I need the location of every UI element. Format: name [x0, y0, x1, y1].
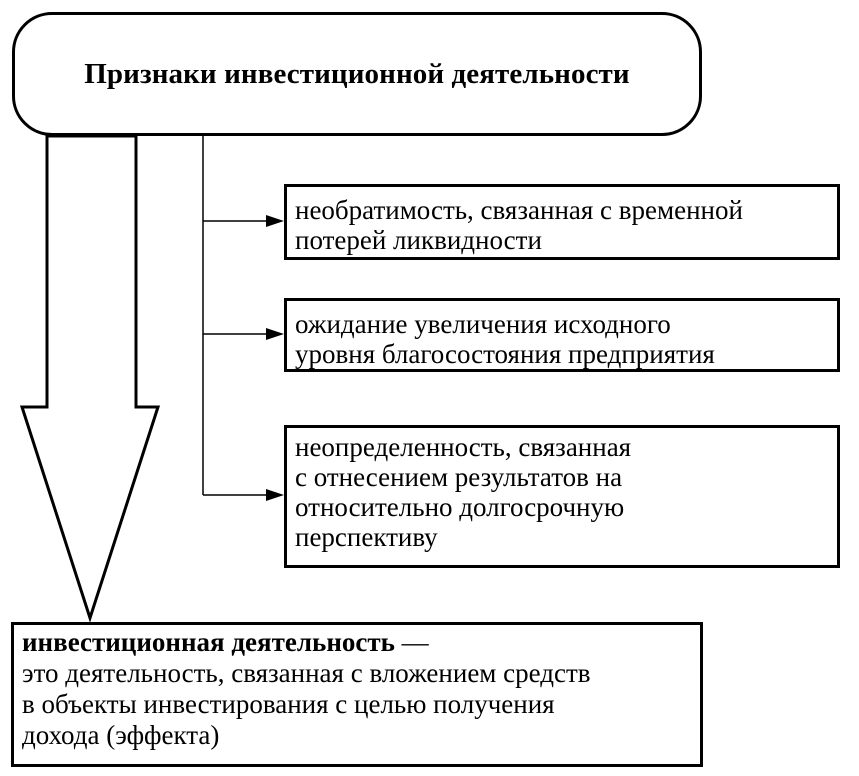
definition-dash: — — [394, 627, 429, 657]
diagram-title: Признаки инвестиционной деятельности — [84, 57, 630, 90]
feature-box-uncertainty: неопределенность, связанная с отнесением… — [284, 425, 840, 568]
definition-term: инвестиционная деятельность — [22, 627, 395, 657]
definition-text: это деятельность, связанная с вложением … — [22, 658, 591, 750]
feature-box-irreversibility: необратимость, связанная с временной пот… — [284, 184, 840, 260]
feature-box-expectation: ожидание увеличения исходного уровня бла… — [284, 298, 840, 372]
definition-box: инвестиционная деятельность — это деятел… — [11, 622, 703, 767]
title-box: Признаки инвестиционной деятельности — [12, 12, 702, 136]
arrowhead-3 — [266, 489, 284, 501]
big-down-arrow — [19, 134, 161, 623]
arrowhead-2 — [266, 328, 284, 340]
arrowhead-1 — [266, 215, 284, 227]
